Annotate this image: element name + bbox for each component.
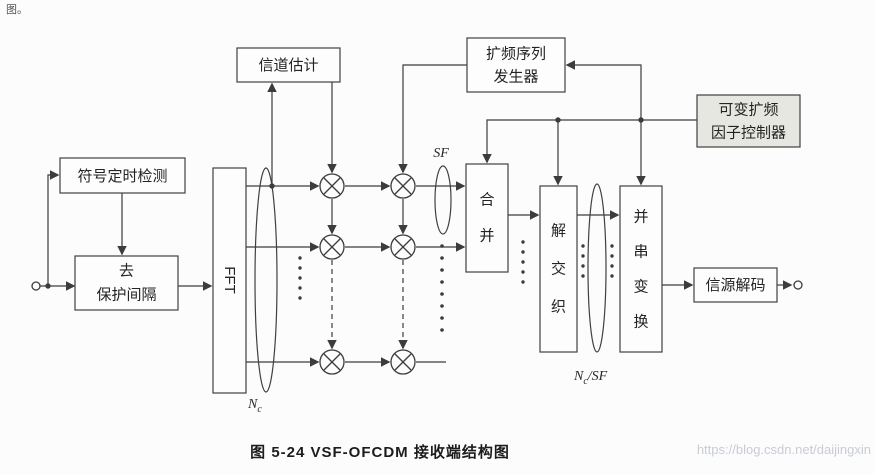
input-terminal-icon xyxy=(31,281,41,291)
deinterleave-label-char2: 交 xyxy=(551,260,566,278)
vsf-controller-box xyxy=(696,94,801,148)
deinterleave-label-char3: 织 xyxy=(551,299,566,316)
bundle-ellipse-sf xyxy=(434,165,452,235)
wires xyxy=(40,60,793,367)
multiplier-icon xyxy=(390,234,416,260)
ellipsis-dots xyxy=(521,240,525,284)
source-decoder-box xyxy=(693,267,778,303)
nc-sf-label: Nc/SF xyxy=(573,369,608,387)
parallel-serial-label-char4: 换 xyxy=(633,314,648,331)
junction-dot xyxy=(555,117,561,123)
wire-controller-to-combine xyxy=(482,119,697,164)
multiplier-icon xyxy=(390,349,416,375)
source-decoder-label: 信源解码 xyxy=(705,277,765,294)
parallel-serial-label-char2: 串 xyxy=(633,244,648,261)
remove-guard-label-line2: 保护间隔 xyxy=(96,287,156,304)
ellipsis-dots xyxy=(298,256,302,300)
ellipsis-dots xyxy=(610,244,614,278)
combine-box xyxy=(465,163,509,273)
corner-text: 图。 xyxy=(6,4,28,16)
vsf-controller-label-line2: 因子控制器 xyxy=(711,125,786,142)
bundle-ellipse-nc-sf xyxy=(587,183,607,353)
junction-dot xyxy=(45,283,51,289)
parallel-serial-box xyxy=(619,185,663,353)
deinterleave-box xyxy=(539,185,578,353)
sf-label: SF xyxy=(433,146,449,161)
remove-guard-label-line1: 去 xyxy=(119,263,134,280)
vsf-controller-label-line1: 可变扩频 xyxy=(718,102,778,119)
watermark-text: https://blog.csdn.net/daijingxin xyxy=(696,442,871,457)
combine-label-char2: 并 xyxy=(479,228,494,245)
channel-estimation-box xyxy=(236,47,341,83)
fft-box xyxy=(212,167,247,394)
multiplier-icon xyxy=(319,349,345,375)
wire-input-to-timing xyxy=(47,170,60,286)
combine-label-char1: 合 xyxy=(479,192,494,209)
junction-dot xyxy=(638,117,644,123)
deinterleave-label-char1: 解 xyxy=(551,223,566,240)
symbol-timing-box xyxy=(59,157,186,194)
remove-guard-box xyxy=(74,255,179,311)
multiplier-icon xyxy=(319,173,345,199)
multiplier-icon xyxy=(319,234,345,260)
ellipsis-dots xyxy=(440,244,444,332)
wire-controller-to-generator xyxy=(565,60,642,120)
output-terminal-icon xyxy=(793,280,803,290)
wire-generator-to-mult-col2 xyxy=(398,64,467,174)
spreading-generator-label-line1: 扩频序列 xyxy=(486,46,546,63)
multiplier-icon xyxy=(390,173,416,199)
fft-label: FFT xyxy=(221,266,238,294)
spreading-generator-box xyxy=(466,37,566,93)
parallel-serial-label-char3: 变 xyxy=(633,279,648,296)
subcarrier-bundle-ellipse-nc xyxy=(254,167,278,393)
ellipsis-dots xyxy=(581,244,585,278)
parallel-serial-label-char1: 并 xyxy=(633,209,648,226)
nc-label: Nc xyxy=(247,397,262,415)
symbol-timing-label: 符号定时检测 xyxy=(77,168,167,185)
figure-caption: 图 5-24 VSF-OFCDM 接收端结构图 xyxy=(250,444,510,461)
spreading-generator-label-line2: 发生器 xyxy=(493,69,538,86)
channel-estimation-label: 信道估计 xyxy=(258,57,318,74)
